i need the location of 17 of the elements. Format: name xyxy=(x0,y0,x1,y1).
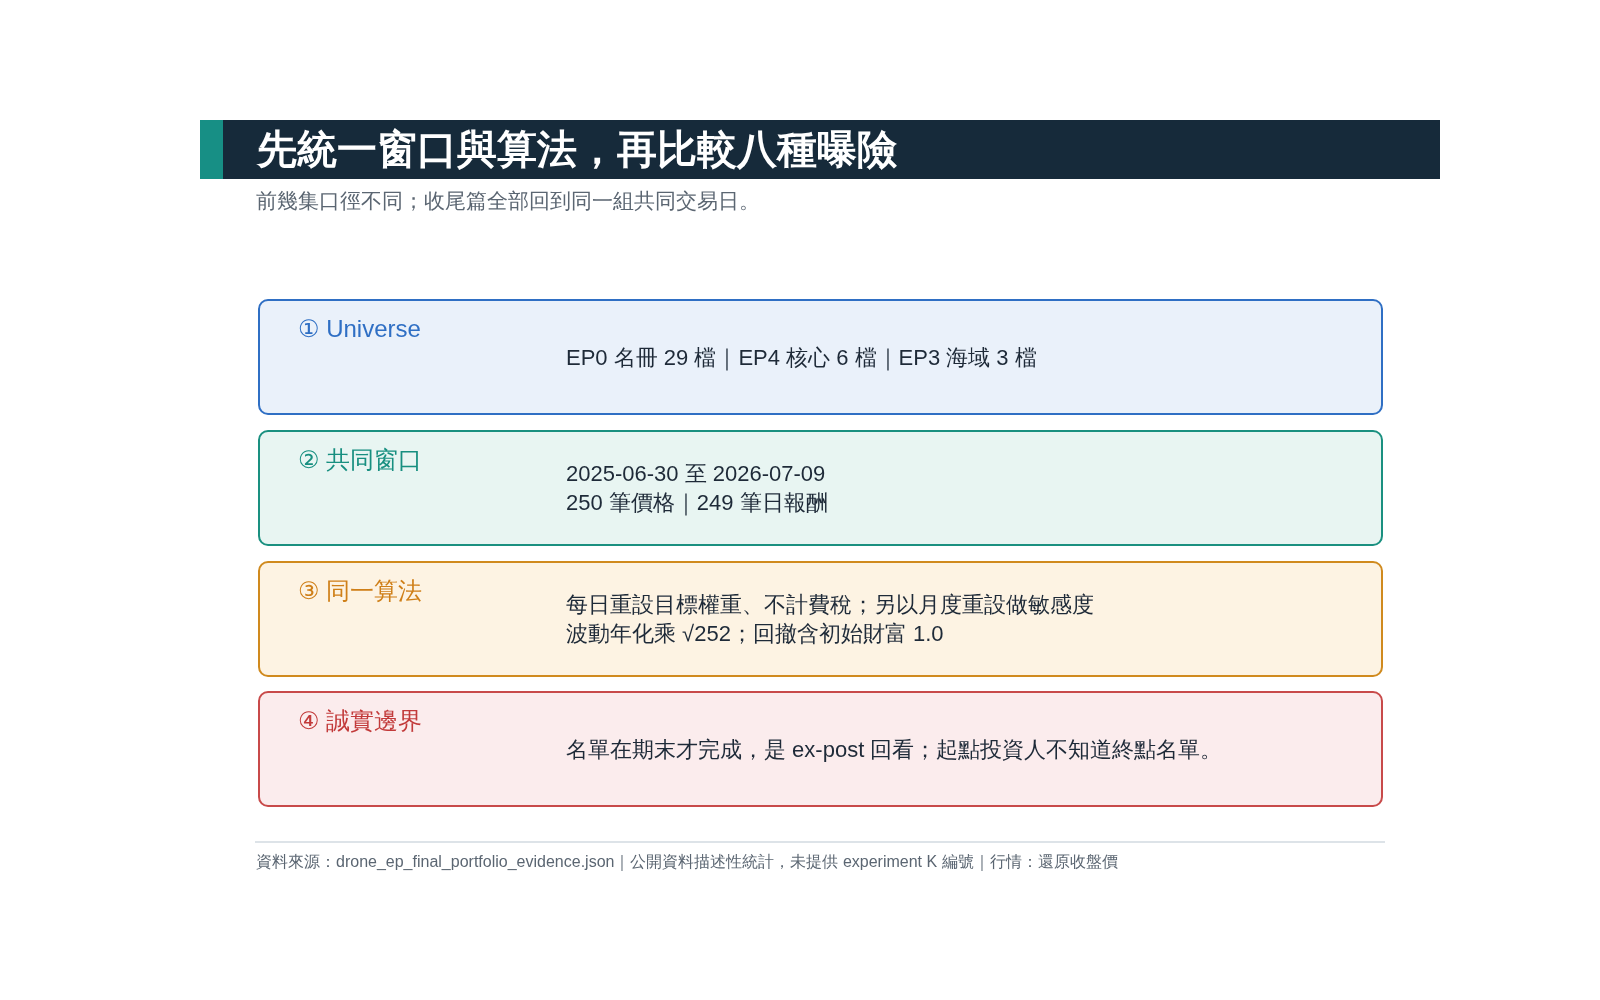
subtitle: 前幾集口徑不同；收尾篇全部回到同一組共同交易日。 xyxy=(256,188,760,214)
card-text: 波動年化乘 √252；回撤含初始財富 1.0 xyxy=(566,620,944,648)
title: 先統一窗口與算法，再比較八種曝險 xyxy=(257,126,897,173)
card-text: 名單在期末才完成，是 ex-post 回看；起點投資人不知道終點名單。 xyxy=(566,735,1223,764)
info-card xyxy=(258,430,1383,546)
card-heading: ② 共同窗口 xyxy=(298,445,423,475)
info-card xyxy=(258,299,1383,415)
card-heading: ① Universe xyxy=(298,314,421,344)
card-heading: ④ 誠實邊界 xyxy=(298,706,423,736)
source-note: 資料來源：drone_ep_final_portfolio_evidence.json｜公開資料描述性統計，未提供 experiment K 編號｜行情：還原收盤價 xyxy=(256,852,1118,873)
info-card xyxy=(258,561,1383,677)
card-text: 2025-06-30 至 2026-07-09 xyxy=(566,460,826,488)
card-text: EP0 名冊 29 檔｜EP4 核心 6 檔｜EP3 海域 3 檔 xyxy=(566,343,1037,372)
card-text: 每日重設目標權重、不計費稅；另以月度重設做敏感度 xyxy=(566,591,1094,619)
card-text: 250 筆價格｜249 筆日報酬 xyxy=(566,489,828,517)
card-heading: ③ 同一算法 xyxy=(298,576,423,606)
info-card xyxy=(258,691,1383,807)
